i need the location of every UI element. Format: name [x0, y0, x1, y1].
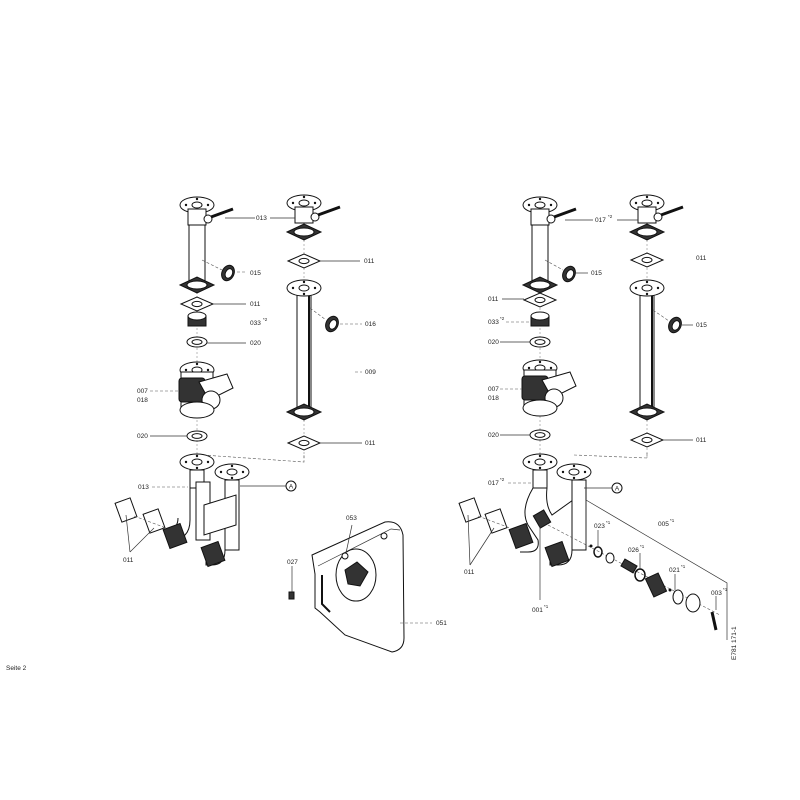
left-assembly: A — [114, 195, 432, 653]
label-011: 011 — [364, 258, 375, 265]
label-001: 001 — [532, 607, 543, 614]
label-011: 011 — [365, 440, 376, 447]
svg-text:*1: *1 — [640, 544, 645, 549]
left-labels: 013 015 011 033 *2 020 011 016 009 007 0… — [123, 215, 447, 627]
label-011: 011 — [464, 569, 475, 576]
label-017: 017 — [488, 480, 499, 487]
svg-text:A: A — [289, 484, 294, 491]
right-assembly: A — [458, 195, 728, 640]
label-007: 007 — [137, 388, 148, 395]
svg-text:A: A — [615, 486, 620, 493]
page-label: Seite 2 — [6, 665, 27, 672]
label-009: 009 — [365, 369, 376, 376]
svg-text:*1: *1 — [670, 518, 675, 523]
label-026: 026 — [628, 547, 639, 554]
label-021: 021 — [669, 567, 680, 574]
label-018: 018 — [137, 397, 148, 404]
label-053: 053 — [346, 515, 357, 522]
svg-text:*1: *1 — [681, 564, 686, 569]
label-033: 033 — [250, 320, 261, 327]
svg-text:*1: *1 — [606, 520, 611, 525]
note-033: *2 — [263, 317, 268, 322]
label-015: 015 — [250, 270, 261, 277]
label-007: 007 — [488, 386, 499, 393]
label-013: 013 — [138, 484, 149, 491]
label-020: 020 — [250, 340, 261, 347]
label-003: 003 — [711, 590, 722, 597]
label-020: 020 — [488, 432, 499, 439]
svg-text:*2: *2 — [500, 316, 505, 321]
right-labels: 017 *2 015 011 033 *2 020 011 015 007 01… — [464, 214, 728, 614]
label-020: 020 — [137, 433, 148, 440]
label-020: 020 — [488, 339, 499, 346]
svg-text:*2: *2 — [500, 477, 505, 482]
drawing-number: E781 171-1 — [731, 626, 738, 660]
label-051: 051 — [436, 620, 447, 627]
label-023: 023 — [594, 523, 605, 530]
label-015: 015 — [696, 322, 707, 329]
label-011: 011 — [123, 557, 134, 564]
svg-text:*2: *2 — [608, 214, 613, 219]
svg-text:*1: *1 — [723, 587, 728, 592]
label-015: 015 — [591, 270, 602, 277]
label-013: 013 — [256, 215, 267, 222]
label-016: 016 — [365, 321, 376, 328]
label-011: 011 — [488, 296, 499, 303]
label-011: 011 — [696, 437, 707, 444]
label-033: 033 — [488, 319, 499, 326]
label-011: 011 — [250, 301, 261, 308]
svg-text:*1: *1 — [544, 604, 549, 609]
label-005: 005 — [658, 521, 669, 528]
label-011: 011 — [696, 255, 707, 262]
label-027: 027 — [287, 559, 298, 566]
label-018: 018 — [488, 395, 499, 402]
label-017: 017 — [595, 217, 606, 224]
